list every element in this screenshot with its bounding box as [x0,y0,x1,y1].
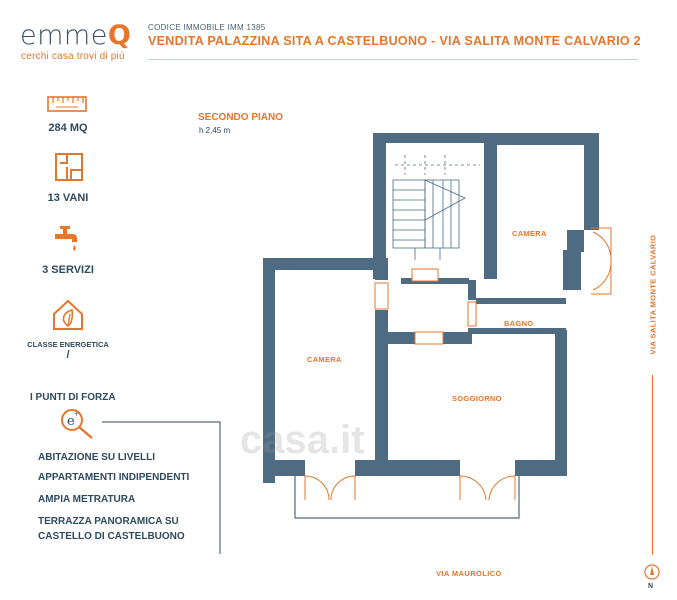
brand-tagline: cerchi casa trovi di più [21,51,125,62]
room-label-bagno: BAGNO [504,319,534,328]
page-title: VENDITA PALAZZINA SITA A CASTELBUONO - V… [148,34,641,48]
services-value: 3 SERVIZI [42,264,94,276]
floor-title: SECONDO PIANO [198,112,284,123]
energy-class-label: CLASSE ENERGETICA [27,340,109,349]
svg-text:e: e [67,414,75,429]
energy-class-value: / [66,349,70,361]
floor-plan [263,133,612,519]
strengths-bracket [102,421,221,554]
area-value: 284 MQ [48,122,88,134]
street-label-right: VIA SALITA MONTE CALVARIO [648,234,658,355]
strength-item: TERRAZZA PANORAMICA SU CASTELLO DI CASTE… [38,516,185,542]
faucet-icon [55,226,77,251]
brand-name-suffix: Q [107,20,132,51]
north-label: N [648,583,654,590]
strength-item: APPARTAMENTI INDIPENDENTI [38,472,190,483]
ruler-icon [47,96,87,112]
room-label-soggiorno: SOGGIORNO [452,394,502,403]
street-label-bottom: VIA MAUROLICO [436,569,502,578]
rooms-value: 13 VANI [47,192,89,204]
room-label-camera: CAMERA [307,355,342,364]
brand-name: emme [20,20,108,51]
room-label-camera: CAMERA [512,229,547,238]
strength-item: AMPIA METRATURA [38,494,136,505]
floor-height: h 2,45 m [199,126,231,135]
energy-house-icon [53,299,83,330]
floorplan-icon [55,153,83,181]
street-line [652,375,653,555]
brand-logo: emmeQ [20,20,131,51]
header-divider [148,59,638,60]
svg-text:+: + [74,411,79,418]
property-code: CODICE IMMOBILE IMM 1385 [148,23,266,32]
north-arrow-icon [644,564,660,580]
strengths-title: I PUNTI DI FORZA [30,392,116,403]
magnifier-icon: e + [61,409,93,439]
watermark: casa.it [240,418,365,462]
strength-item: ABITAZIONE SU LIVELLI [38,452,156,463]
